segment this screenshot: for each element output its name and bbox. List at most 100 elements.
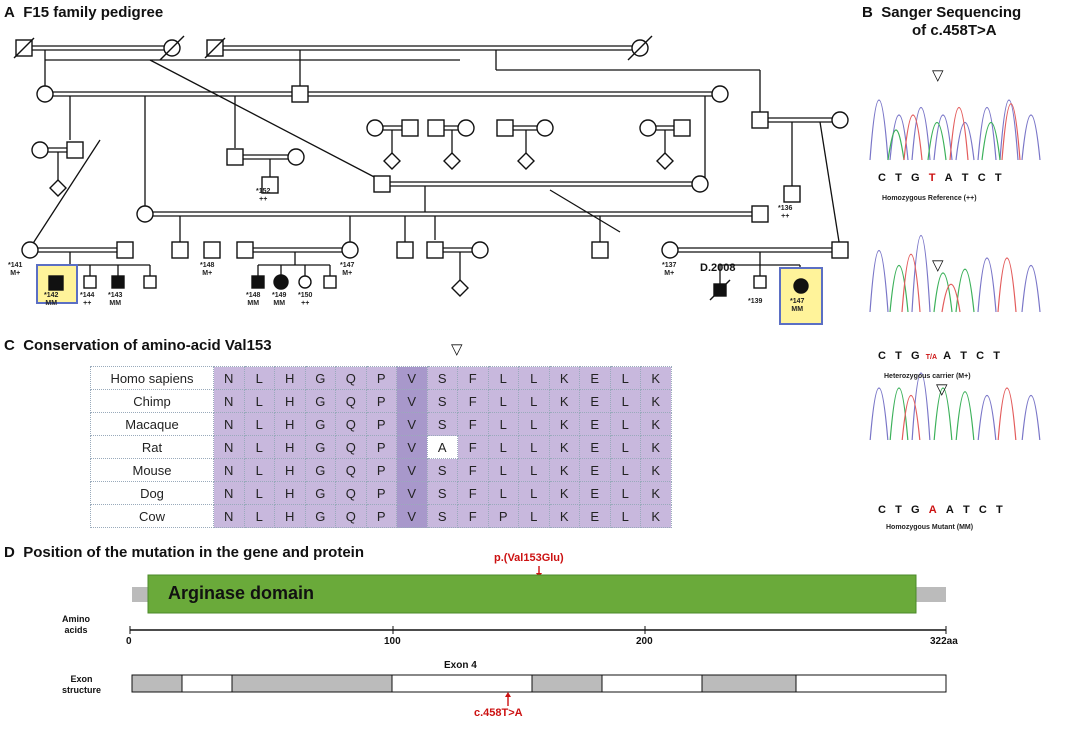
residue-cell: V [396,481,428,505]
residue-cell: L [518,435,550,459]
residue-cell: L [518,481,550,505]
residue-cell: K [548,366,580,390]
residue-cell: P [365,412,397,436]
residue-cell: L [609,458,641,482]
residue-cell: L [487,366,519,390]
residue-cell: E [579,435,611,459]
individual-label: *136++ [778,205,793,220]
residue-cell: Q [335,504,367,528]
residue-cell: E [579,412,611,436]
residue-cell: L [487,389,519,413]
panel-title-text: Conservation of amino-acid Val153 [23,337,272,354]
base-calls: C T G A A T C T [878,504,1003,516]
residue-cell: K [548,435,580,459]
cdna-mutation-label: c.458T>A [474,707,523,719]
residue-cell: H [274,504,306,528]
domain-label: Arginase domain [168,583,315,603]
panel-b-title: B Sanger Sequencing [862,4,1021,21]
residue-cell: H [274,366,306,390]
residue-cell: L [609,504,641,528]
residue-cell: L [518,458,550,482]
residue-cell: L [487,458,519,482]
residue-cell: F [457,481,489,505]
residue-cell: G [304,458,336,482]
residue-cell: L [487,435,519,459]
trace-caption: Homozygous Reference (++) [882,195,977,202]
residue-cell: H [274,481,306,505]
residue-cell: Q [335,366,367,390]
panel-letter: C [4,337,15,354]
residue-cell: E [579,389,611,413]
residue-cell: G [304,389,336,413]
residue-cell: H [274,435,306,459]
residue-cell: P [365,366,397,390]
residue-cell: G [304,366,336,390]
panel-title-text: Sanger Sequencing [881,4,1022,21]
exon-segment [131,674,183,693]
residue-cell: L [609,435,641,459]
residue-cell: K [548,389,580,413]
affected-female [793,278,809,294]
individual-label: *150++ [298,292,313,307]
residue-cell: K [640,481,672,505]
gene-protein-diagram [129,566,947,706]
residue-cell: K [548,412,580,436]
species-name: Chimp [90,389,214,413]
residue-cell: E [579,366,611,390]
residue-cell: V [396,366,428,390]
exon-4-segment [391,674,533,693]
residue-cell: P [365,458,397,482]
residue-cell: H [274,412,306,436]
residue-cell: L [243,389,275,413]
species-name: Macaque [90,412,214,436]
residue-cell: K [640,458,672,482]
residue-cell: Q [335,458,367,482]
residue-cell: P [365,389,397,413]
residue-cell: N [213,504,245,528]
residue-cell: S [426,366,458,390]
residue-cell: F [457,412,489,436]
tick-label: 322aa [930,636,958,647]
residue-cell: S [426,389,458,413]
individual-label: *139 [748,298,763,305]
variant-marker: ▽ [932,257,944,274]
species-name: Dog [90,481,214,505]
individual-label: *144++ [80,292,95,307]
residue-cell: V [396,435,428,459]
residue-cell: S [426,412,458,436]
residue-cell: L [518,366,550,390]
residue-cell: S [426,481,458,505]
residue-cell: Q [335,412,367,436]
base-calls: C T G T A T C T [878,172,1002,184]
residue-cell: N [213,389,245,413]
residue-cell: L [609,412,641,436]
panel-a-title: A F15 family pedigree [4,4,163,21]
residue-cell: P [365,435,397,459]
residue-cell: L [609,366,641,390]
residue-cell: F [457,504,489,528]
pedigree-chart [13,35,849,325]
residue-cell: P [365,504,397,528]
residue-cell: L [243,458,275,482]
tick-label: 100 [384,636,401,647]
variant-marker: ▽ [932,67,944,84]
residue-cell: A [426,435,458,459]
residue-cell: L [518,389,550,413]
exon-segment [531,674,603,693]
panel-title-text: Position of the mutation in the gene and… [23,544,365,561]
species-name: Cow [90,504,214,528]
residue-cell: N [213,458,245,482]
residue-cell: E [579,458,611,482]
